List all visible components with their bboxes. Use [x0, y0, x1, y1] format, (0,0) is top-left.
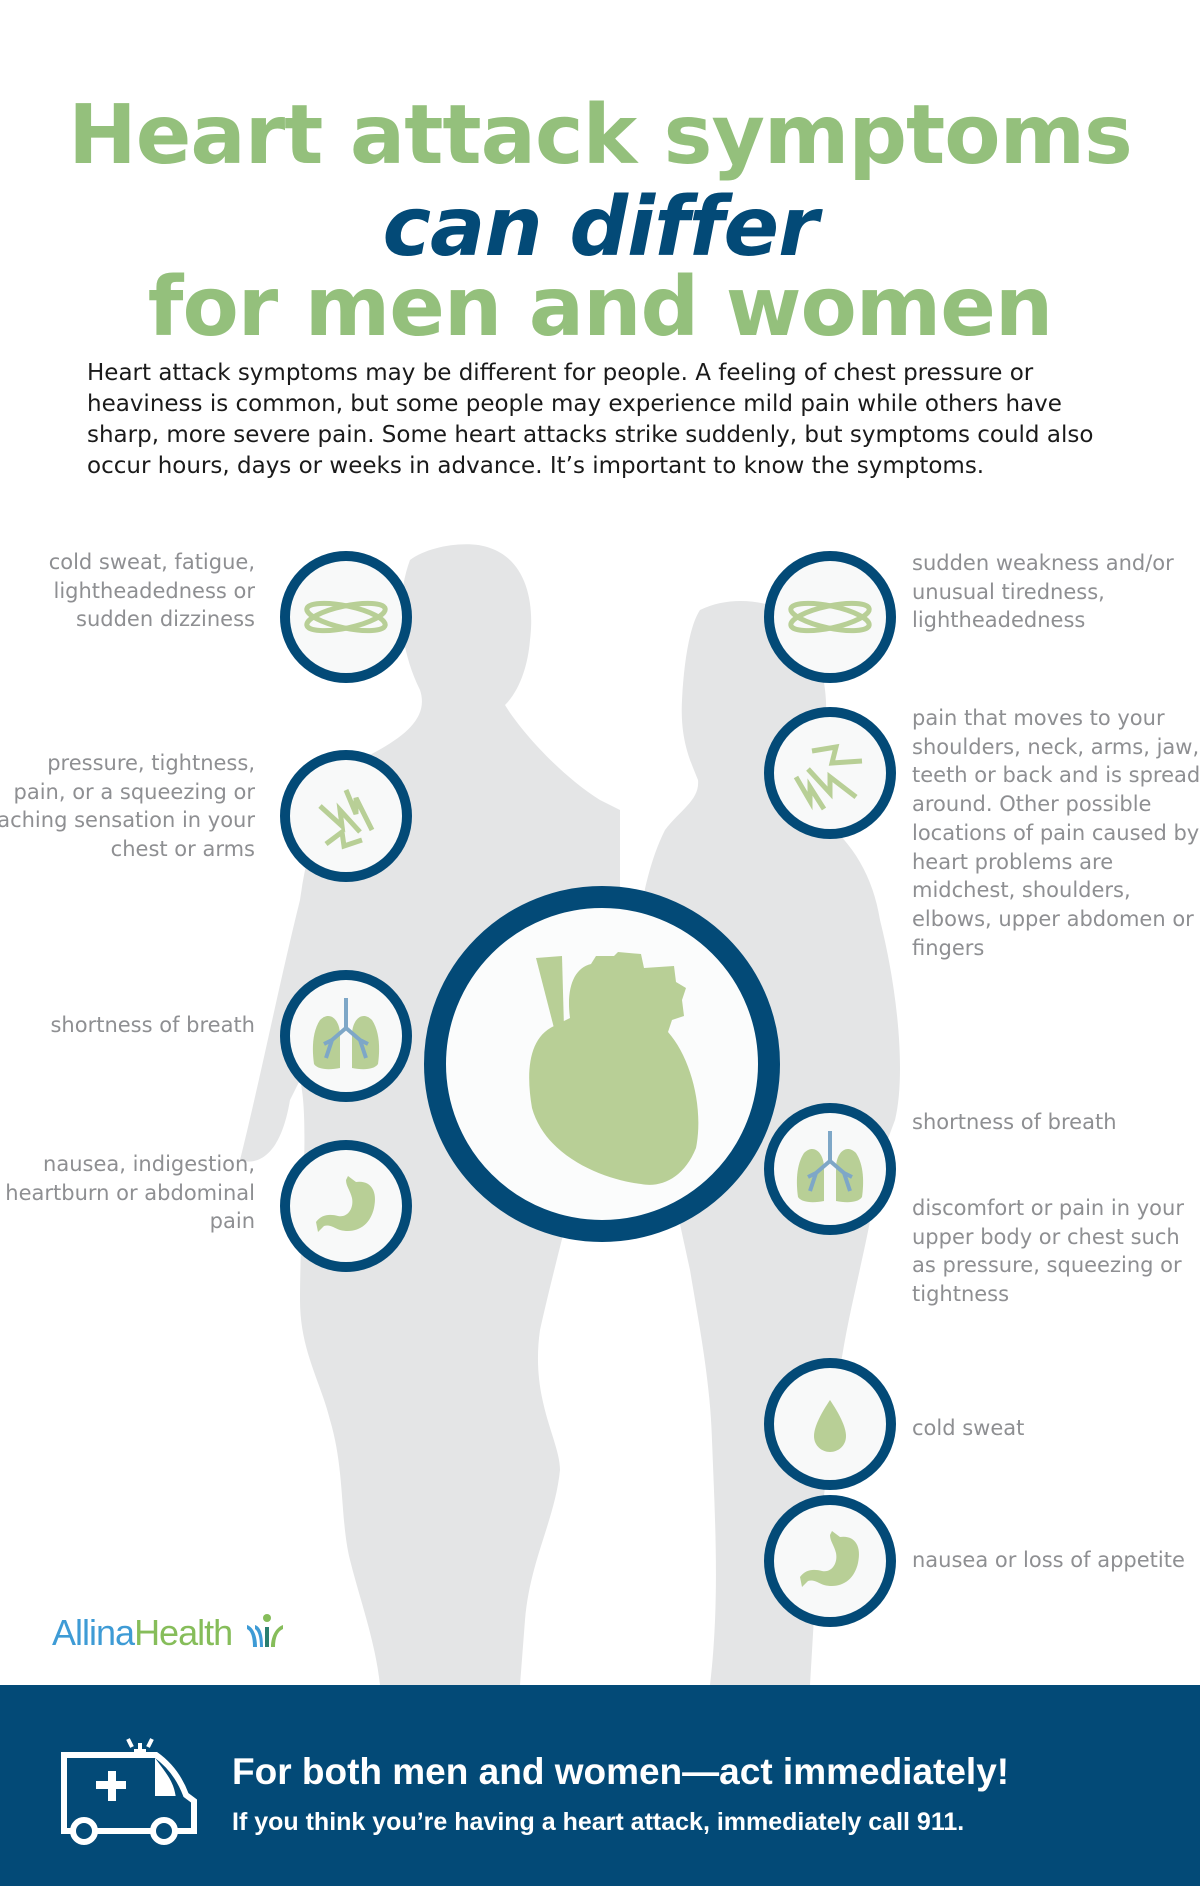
women-symptom-upper-body: discomfort or pain in your upper body or…: [912, 1196, 1184, 1307]
footer-banner: For both men and women—act immediately! …: [0, 1685, 1200, 1886]
dizziness-icon: [304, 600, 388, 634]
men-stomach-circle: [280, 1140, 412, 1272]
women-symptom-weakness: sudden weakness and/or unusual tiredness…: [912, 551, 1174, 633]
men-dizziness-circle: [280, 551, 412, 683]
drop-icon: [814, 1400, 846, 1452]
women-symptom-cold-sweat: cold sweat: [912, 1416, 1025, 1440]
title-line-3: for men and women: [147, 260, 1053, 355]
women-symptom-radiating-pain: pain that moves to your shoulders, neck,…: [912, 706, 1200, 960]
lungs-icon: [312, 998, 380, 1070]
stomach-icon: [316, 1176, 376, 1232]
men-pain-circle: [280, 750, 412, 882]
intro-paragraph: Heart attack symptoms may be different f…: [87, 360, 1094, 479]
women-dizziness-circle: [764, 551, 896, 683]
men-symptom-chest-pain: pressure, tightness, pain, or a squeezin…: [0, 751, 255, 862]
footer-headline: For both men and women—act immediately!: [232, 1751, 1010, 1792]
heart-circle: [424, 886, 780, 1242]
women-pain-circle: [764, 707, 896, 839]
title-line-1: Heart attack symptoms: [68, 88, 1133, 183]
stomach-icon: [800, 1531, 860, 1587]
ambulance-icon: [61, 1738, 197, 1845]
women-lungs-circle: [764, 1103, 896, 1235]
logo-text-health: Health: [134, 1612, 233, 1653]
women-drop-circle: [764, 1358, 896, 1490]
heart-icon: [529, 952, 699, 1185]
footer-subline: If you think you’re having a heart attac…: [232, 1808, 965, 1836]
logo-text-allina: Allina: [52, 1612, 135, 1653]
dizziness-icon: [788, 600, 872, 634]
women-symptom-breath: shortness of breath: [912, 1110, 1117, 1134]
men-symptom-dizziness: cold sweat, fatigue, lightheadedness or …: [48, 550, 255, 632]
logo-mark-icon: [247, 1614, 284, 1647]
men-symptom-breath: shortness of breath: [50, 1013, 255, 1037]
women-stomach-circle: [764, 1495, 896, 1627]
men-symptom-nausea: nausea, indigestion, heartburn or abdomi…: [5, 1152, 255, 1234]
pain-bolt-icon: [793, 743, 863, 811]
pain-bolt-icon: [318, 789, 375, 850]
lungs-icon: [796, 1131, 864, 1203]
title-line-2: can differ: [382, 180, 818, 275]
allina-health-logo: AllinaHealth: [52, 1612, 285, 1654]
women-symptom-nausea: nausea or loss of appetite: [912, 1548, 1185, 1572]
men-lungs-circle: [280, 970, 412, 1102]
